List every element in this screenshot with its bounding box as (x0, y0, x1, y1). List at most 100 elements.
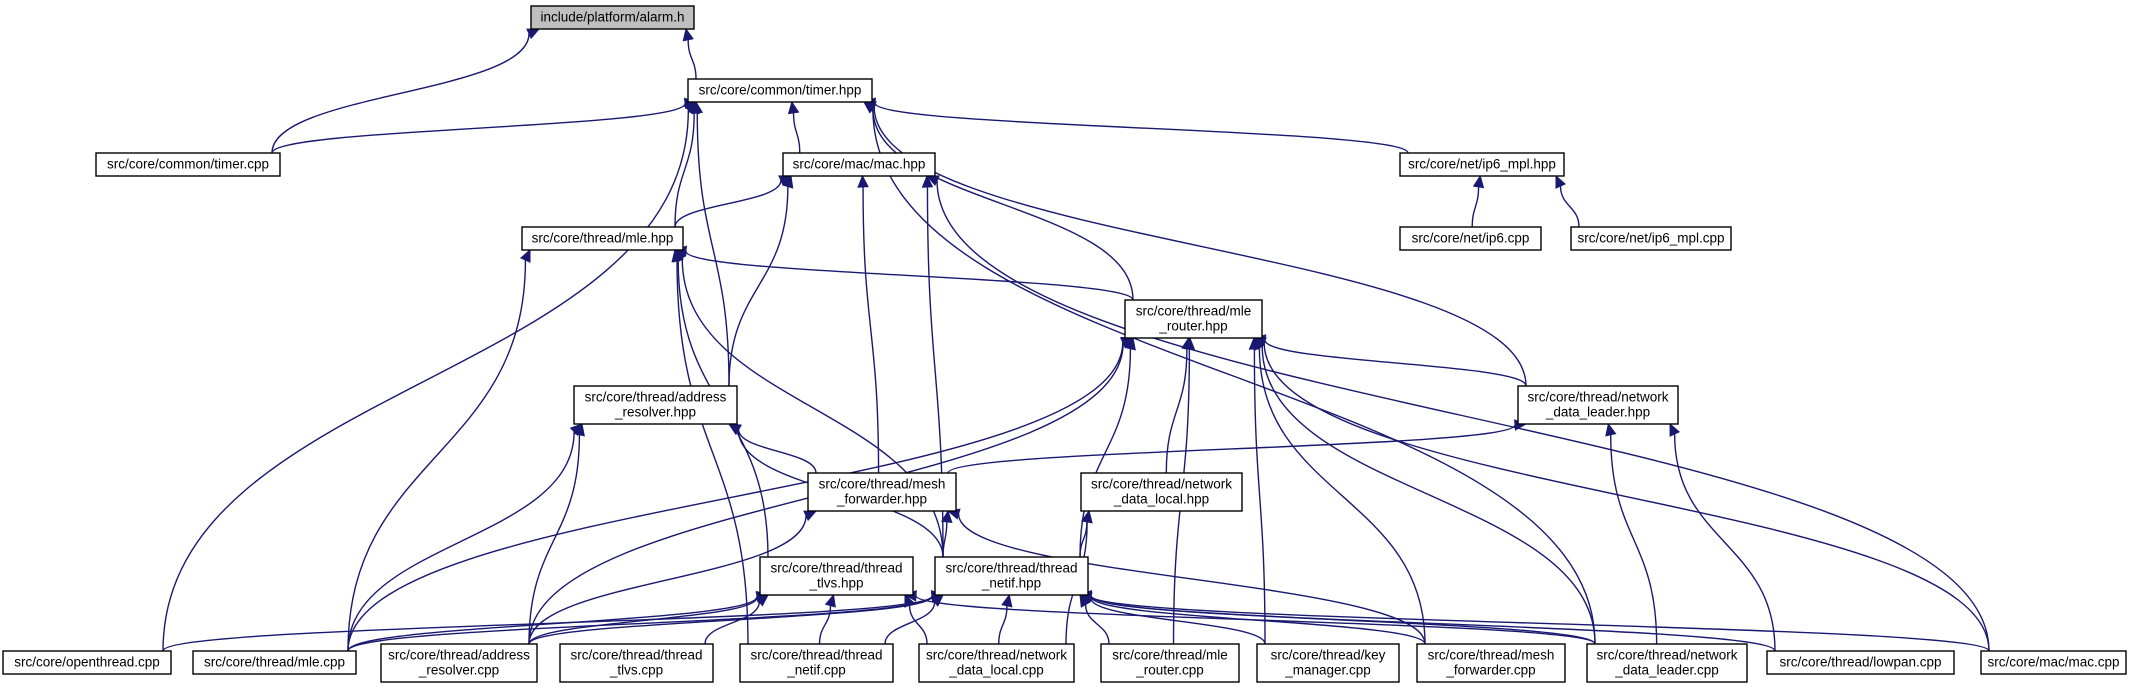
node-label: src/core/thread/thread (945, 561, 1077, 576)
node-label: _forwarder.hpp (836, 492, 927, 507)
edge-arrowhead (787, 100, 800, 115)
node-label: _router.hpp (1158, 319, 1227, 334)
edge-ip6_cpp-to-ip6mpl_hpp (1471, 174, 1485, 228)
node-label: _resolver.hpp (614, 405, 696, 420)
node-label: _data_local.cpp (948, 663, 1044, 678)
edge-line (1610, 434, 1658, 645)
edge-arrowhead (1605, 422, 1617, 437)
edge-line (696, 112, 730, 387)
edge-line (1471, 186, 1480, 228)
node-lowpan-cpp[interactable]: src/core/thread/lowpan.cpp (1766, 650, 1955, 675)
node-timer-cpp[interactable]: src/core/common/timer.cpp (95, 152, 281, 177)
edge-line (1165, 348, 1188, 474)
node-label: _data_leader.cpp (1614, 663, 1719, 678)
node-label: src/core/thread/mesh (819, 477, 946, 492)
edge-line (818, 605, 832, 645)
node-alarm[interactable]: include/platform/alarm.h (530, 5, 695, 30)
edge-line (942, 521, 948, 558)
edge-line (1261, 345, 1596, 645)
node-keymgr-cpp[interactable]: src/core/thread/key_manager.cpp (1256, 643, 1400, 683)
node-label: _netif.cpp (786, 663, 846, 678)
node-mlerouter-hpp[interactable]: src/core/thread/mle_router.hpp (1124, 299, 1263, 339)
node-label: _manager.cpp (1284, 663, 1371, 678)
node-mac-cpp[interactable]: src/core/mac/mac.cpp (1980, 650, 2127, 675)
edge-netif_cpp-to-netif_hpp (884, 594, 944, 645)
node-label: src/core/net/ip6_mpl.cpp (1577, 231, 1724, 246)
edge-arrowhead (782, 174, 794, 189)
node-ndleader-cpp[interactable]: src/core/thread/network_data_leader.cpp (1586, 643, 1748, 683)
node-label: src/core/thread/thread (570, 648, 702, 663)
edge-line (947, 424, 1516, 474)
edge-arrowhead (824, 593, 836, 608)
node-label: src/core/thread/thread (770, 561, 902, 576)
edge-netif_cpp-to-tlvs_hpp (818, 593, 836, 645)
node-timer-hpp[interactable]: src/core/common/timer.hpp (687, 78, 873, 103)
edge-line (674, 180, 782, 228)
edge-arrowhead (941, 509, 953, 524)
node-ip6mpl-cpp[interactable]: src/core/net/ip6_mpl.cpp (1570, 226, 1732, 251)
edge-line (1264, 339, 1527, 387)
node-label: src/core/net/ip6_mpl.hpp (1408, 157, 1556, 172)
node-meshfwd-cpp[interactable]: src/core/thread/mesh_forwarder.cpp (1416, 643, 1566, 683)
edge-ndleader_cpp-to-timer_hpp (863, 101, 1596, 645)
node-ndleader-hpp[interactable]: src/core/thread/network_data_leader.hpp (1517, 385, 1679, 425)
edge-arrowhead (1555, 174, 1566, 189)
edge-mac_cpp-to-netif_hpp (1078, 589, 1990, 652)
edge-arrowhead (921, 174, 934, 188)
node-meshfwd-hpp[interactable]: src/core/thread/mesh_forwarder.hpp (807, 472, 957, 512)
node-mac-hpp[interactable]: src/core/mac/mac.hpp (782, 152, 936, 177)
edge-line (347, 260, 527, 652)
node-ndlocal-cpp[interactable]: src/core/thread/network_data_local.cpp (918, 643, 1075, 683)
node-box (559, 643, 714, 683)
node-openthread-cpp[interactable]: src/core/openthread.cpp (2, 650, 172, 675)
node-label: src/core/thread/mle.hpp (532, 231, 674, 246)
edge-arrowhead (519, 248, 531, 263)
edge-line (1090, 596, 1426, 645)
node-mlerouter-cpp[interactable]: src/core/thread/mle_router.cpp (1100, 643, 1240, 683)
node-ip6mpl-hpp[interactable]: src/core/net/ip6_mpl.hpp (1399, 152, 1565, 177)
edge-timer_hpp-to-alarm (682, 27, 697, 80)
node-box (2, 650, 172, 675)
node-box (782, 152, 936, 177)
node-netif-cpp[interactable]: src/core/thread/thread_netif.cpp (739, 643, 894, 683)
node-box (521, 226, 684, 251)
node-label: _netif.hpp (981, 576, 1041, 591)
node-box (1517, 385, 1679, 425)
node-label: src/core/thread/network (1091, 477, 1232, 492)
edge-line (1253, 348, 1266, 645)
edge-line (1090, 595, 1776, 652)
edge-line (728, 186, 789, 387)
edge-addrres_cpp-to-addrres_hpp (528, 422, 585, 645)
node-box (1399, 226, 1542, 251)
edge-line (874, 102, 1409, 154)
edge-meshfwd_hpp-to-addrres_hpp (727, 423, 817, 474)
edge-arrowhead (727, 423, 742, 435)
edge-arrowhead (682, 27, 694, 42)
edge-line (347, 431, 575, 652)
edge-arrowhead (863, 101, 877, 114)
edge-meshfwd_hpp-to-ndleader_hpp (947, 419, 1528, 474)
node-box (934, 556, 1089, 596)
node-box (1256, 643, 1400, 683)
edge-arrowhead (573, 422, 585, 437)
node-box (807, 472, 957, 512)
node-tlvs-cpp[interactable]: src/core/thread/thread_tlvs.cpp (559, 643, 714, 683)
edge-line (704, 601, 761, 645)
node-ip6-cpp[interactable]: src/core/net/ip6.cpp (1399, 226, 1542, 251)
node-box (1080, 472, 1243, 512)
node-label: _resolver.cpp (418, 663, 499, 678)
node-tlvs-hpp[interactable]: src/core/thread/thread_tlvs.hpp (759, 556, 914, 596)
node-addrres-cpp[interactable]: src/core/thread/address_resolver.cpp (380, 643, 538, 683)
node-addrres-hpp[interactable]: src/core/thread/address_resolver.hpp (573, 385, 738, 425)
edge-mle_hpp-to-timer_hpp (674, 100, 700, 228)
node-label: src/core/thread/mle (1136, 304, 1252, 319)
edge-arrowhead (857, 174, 869, 188)
node-ndlocal-hpp[interactable]: src/core/thread/network_data_local.hpp (1080, 472, 1243, 512)
edge-arrowhead (1081, 509, 1093, 524)
node-netif-hpp[interactable]: src/core/thread/thread_netif.hpp (934, 556, 1089, 596)
node-mle-hpp[interactable]: src/core/thread/mle.hpp (521, 226, 684, 251)
edge-line (872, 108, 1596, 645)
edge-line (347, 595, 933, 652)
edge-line (162, 595, 933, 652)
node-mle-cpp[interactable]: src/core/thread/mle.cpp (192, 650, 357, 675)
